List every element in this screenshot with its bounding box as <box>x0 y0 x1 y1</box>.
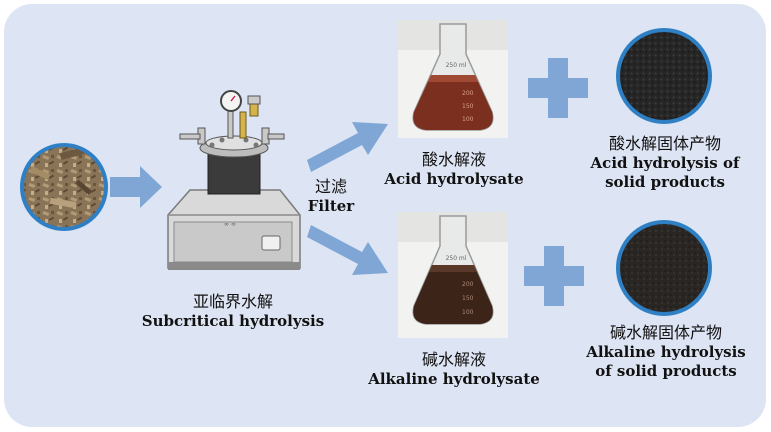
arrow-to-reactor <box>110 166 162 208</box>
acid-flask-mark-250: 250 ml <box>446 62 467 69</box>
acid-hydrolysate-label-zh: 酸水解液 <box>421 150 486 169</box>
acid-hydrolysate-label: 酸水解液 Acid hydrolysate <box>370 150 538 189</box>
acid-flask-mark-100: 100 <box>462 116 474 123</box>
alkaline-solid-label-en-line2: of solid products <box>595 361 737 380</box>
alkaline-solid-label-zh: 碱水解固体产物 <box>609 323 722 342</box>
acid-solid-label-en-line2: solid products <box>605 172 725 191</box>
filter-label-zh: 过滤 <box>314 177 347 196</box>
alkaline-solid-label-en-line1: Alkaline hydrolysis <box>586 343 746 361</box>
acid-solid-product-image <box>616 28 712 124</box>
acid-solid-label-en-line1: Acid hydrolysis of <box>590 154 740 172</box>
alkaline-flask-image: 250 ml 200 150 100 <box>398 212 508 338</box>
reactor-label: 亚临界水解 Subcritical hydrolysis <box>120 292 346 331</box>
acid-solid-label: 酸水解固体产物 Acid hydrolysis of solid product… <box>580 134 750 192</box>
alkaline-flask-mark-100: 100 <box>462 309 474 316</box>
alkaline-flask-mark-200: 200 <box>462 281 474 288</box>
filter-label: 过滤 Filter <box>296 177 366 216</box>
plus-icon-alkaline <box>524 246 584 306</box>
arrow-to-alkaline <box>307 225 388 275</box>
alkaline-hydrolysate-label-zh: 碱水解液 <box>421 350 486 369</box>
plus-icon-acid <box>528 58 588 118</box>
acid-solid-label-zh: 酸水解固体产物 <box>608 134 721 153</box>
reactor-icon: ∞ ∞ <box>167 90 301 270</box>
svg-text:∞ ∞: ∞ ∞ <box>224 221 236 228</box>
reactor-label-zh: 亚临界水解 <box>192 292 273 311</box>
reactor-label-en: Subcritical hydrolysis <box>141 312 325 330</box>
acid-flask-image: 250 ml 200 150 100 <box>398 20 508 138</box>
alkaline-hydrolysate-label: 碱水解液 Alkaline hydrolysate <box>362 350 546 389</box>
alkaline-solid-product-image <box>616 220 712 316</box>
raw-biomass-image <box>20 143 108 231</box>
filter-label-en: Filter <box>307 197 355 215</box>
alkaline-flask-mark-150: 150 <box>462 295 474 302</box>
acid-flask-mark-150: 150 <box>462 103 474 110</box>
arrow-to-acid <box>307 122 388 172</box>
acid-hydrolysate-label-en: Acid hydrolysate <box>384 170 524 188</box>
alkaline-hydrolysate-label-en: Alkaline hydrolysate <box>368 370 540 388</box>
alkaline-flask-mark-250: 250 ml <box>446 255 467 262</box>
alkaline-solid-label: 碱水解固体产物 Alkaline hydrolysis of solid pro… <box>578 323 754 381</box>
acid-flask-mark-200: 200 <box>462 90 474 97</box>
